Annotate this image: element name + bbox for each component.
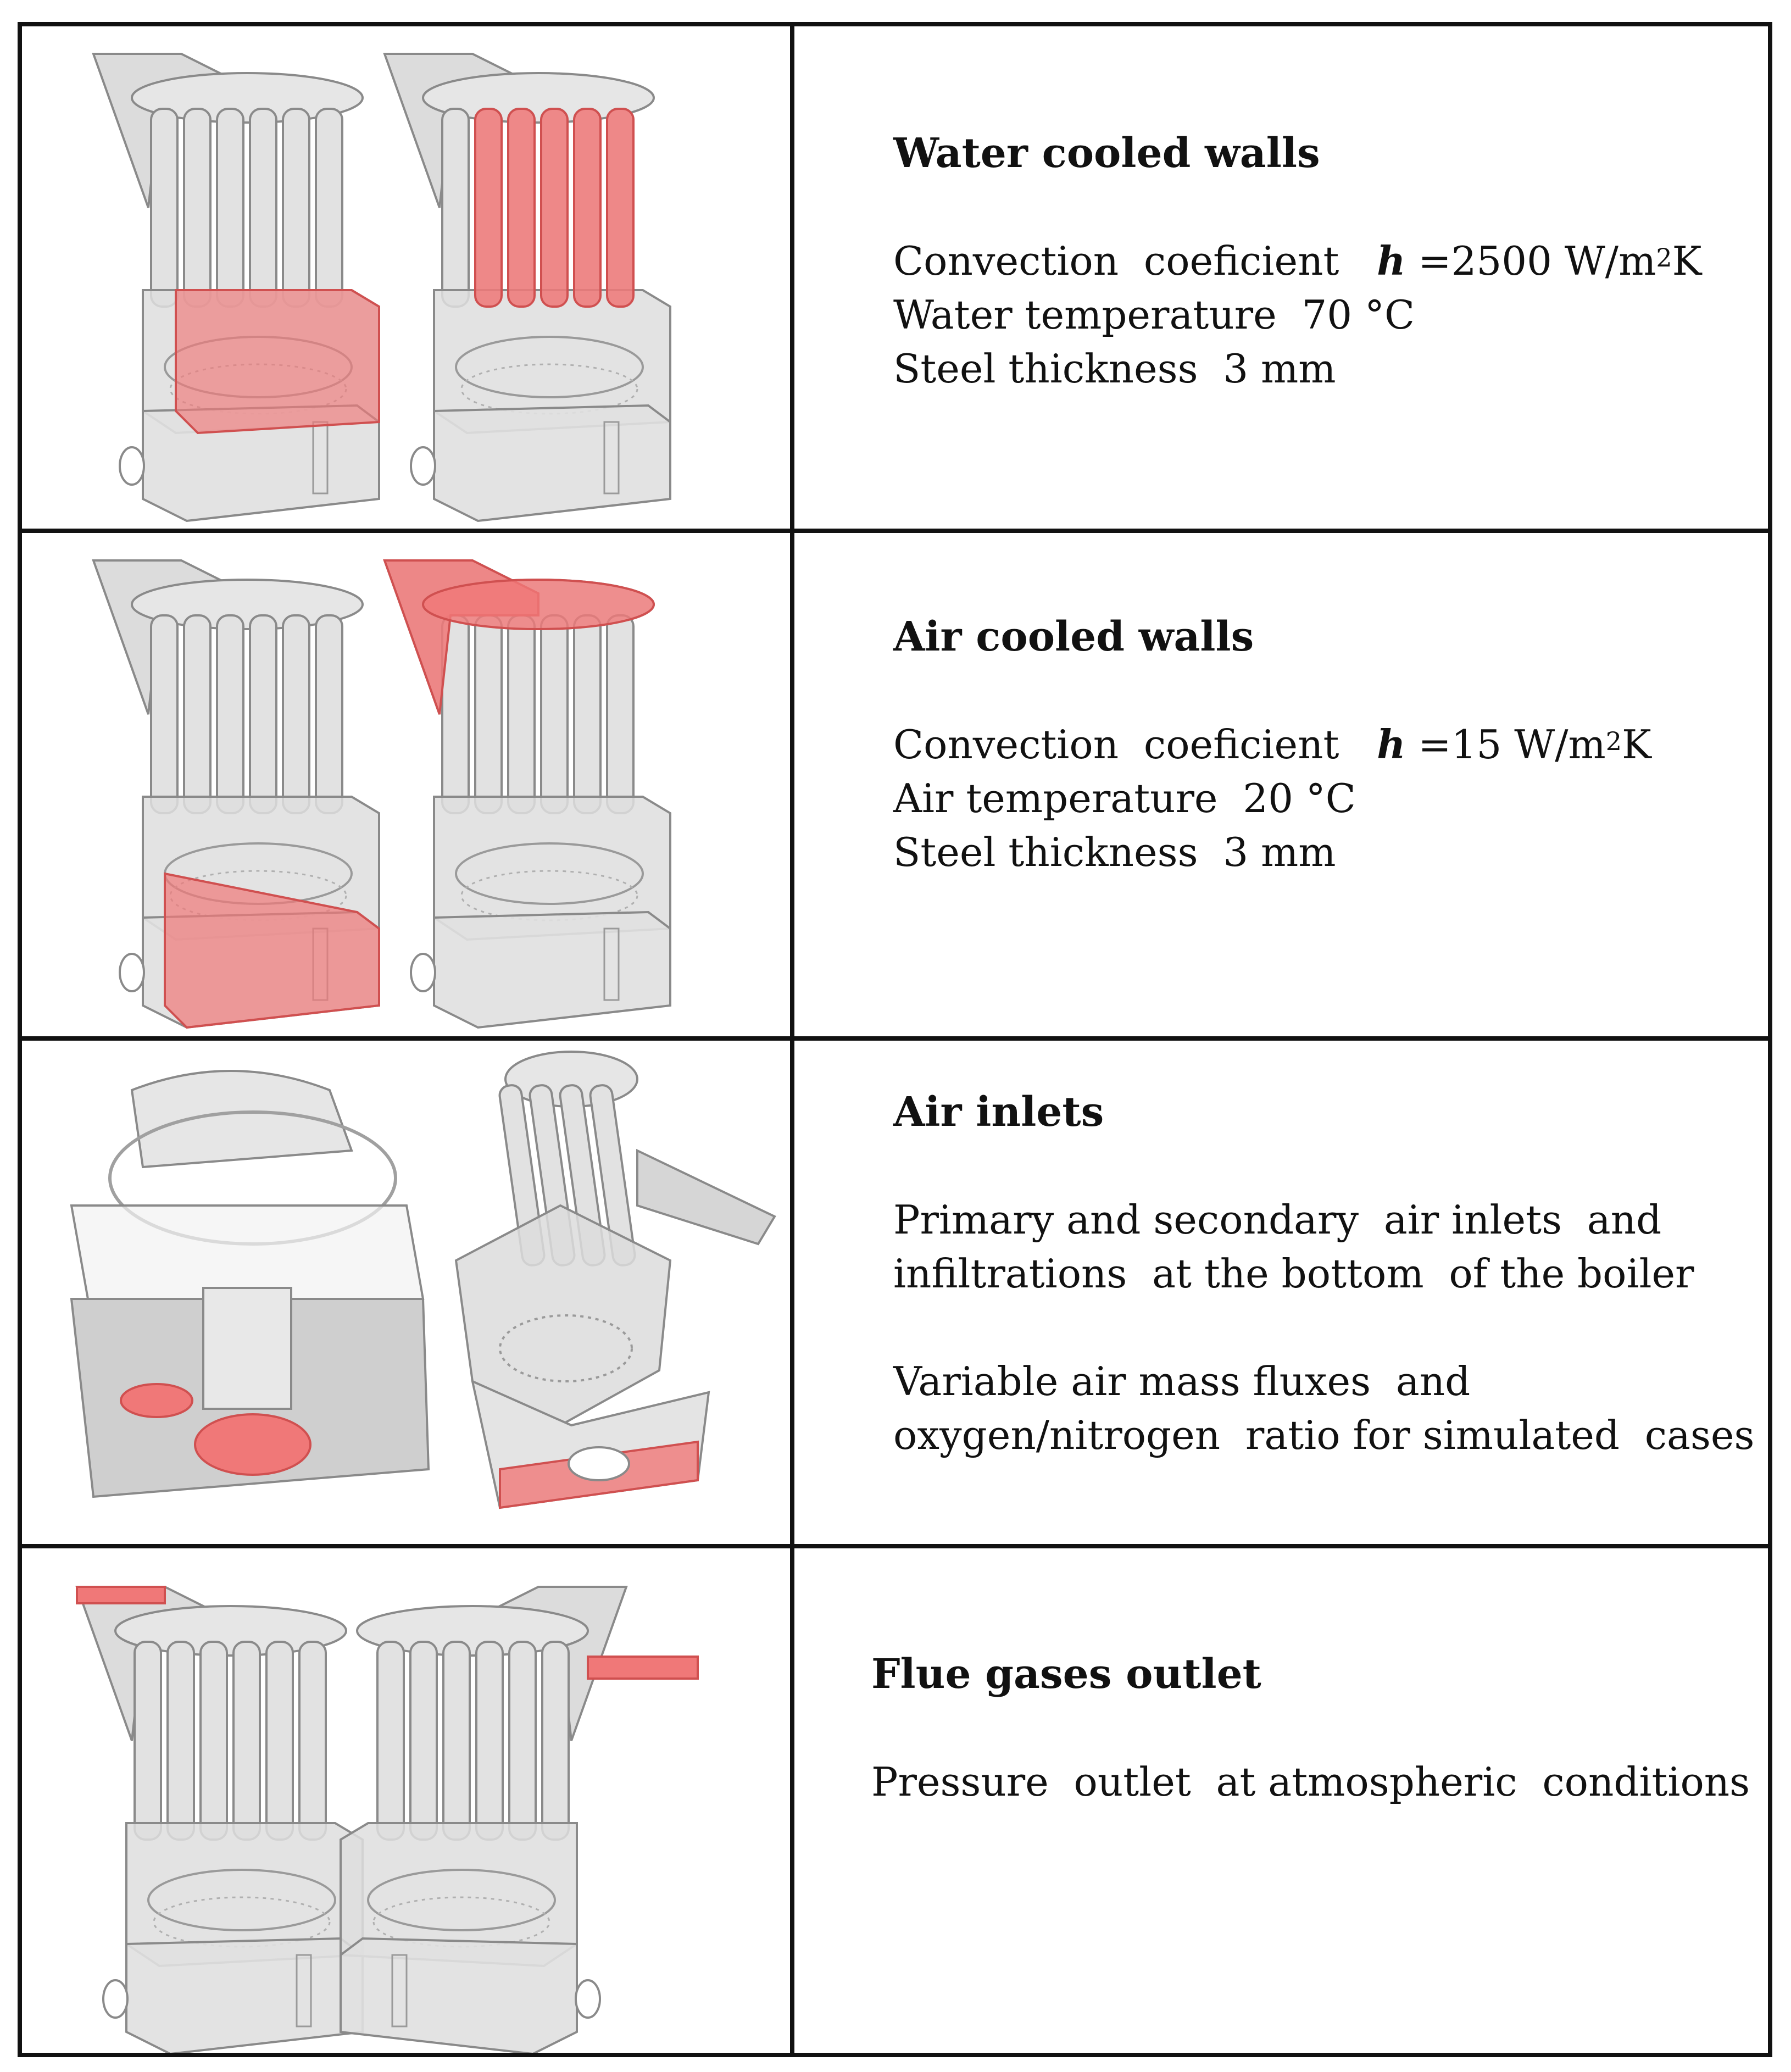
outlet-text: Flue gases outlet Pressure outlet at atm… — [794, 1647, 1791, 1809]
water-walls-svg — [92, 53, 671, 522]
row-title: Air cooled walls — [893, 613, 1254, 660]
water-walls-text: Water cooled walls Convection coeficient… — [794, 126, 1791, 396]
row-title: Air inlets — [893, 1088, 1104, 1136]
air-walls-svg — [92, 559, 671, 1029]
air-inlets-svg — [70, 1051, 776, 1509]
inlet-tilted-view — [454, 1051, 776, 1509]
inlet-line-1: Primary and secondary air inlets and — [893, 1197, 1662, 1243]
outlet-figure — [22, 1548, 790, 2053]
temperature-line: Water temperature 70 °C — [893, 292, 1415, 338]
thickness-line: Steel thickness 3 mm — [893, 346, 1336, 392]
inlet-secondary-hole — [194, 1413, 312, 1476]
row-divider-3 — [18, 1544, 1772, 1548]
convection-line: Convection coeficient h =2500 W/m2K — [893, 237, 1702, 284]
outlet-highlight-right — [587, 1656, 699, 1680]
water-walls-figure — [22, 26, 790, 529]
inlet-line-3: Variable air mass fluxes and — [893, 1358, 1471, 1404]
outlet-line-1: Pressure outlet at atmospheric condition… — [871, 1759, 1750, 1805]
inlet-bottom-view — [70, 1070, 430, 1498]
air-wall-highlight-lid — [422, 579, 655, 630]
row-divider-1 — [18, 529, 1772, 533]
air-inlets-text: Air inlets Primary and secondary air inl… — [794, 1085, 1791, 1462]
water-wall-highlight-tubes — [474, 108, 635, 308]
air-inlets-figure — [22, 1041, 790, 1544]
inlet-line-4: oxygen/nitrogen ratio for simulated case… — [893, 1412, 1755, 1458]
row-title: Water cooled walls — [893, 130, 1320, 177]
thickness-line: Steel thickness 3 mm — [893, 829, 1336, 875]
inlet-line-2: infiltrations at the bottom of the boile… — [893, 1251, 1694, 1297]
inlet-primary-hole — [120, 1383, 193, 1418]
temperature-line: Air temperature 20 °C — [893, 775, 1356, 821]
water-wall-highlight-left — [175, 289, 380, 435]
outlet-highlight-left — [76, 1586, 166, 1604]
row-title: Flue gases outlet — [871, 1651, 1261, 1698]
row-divider-2 — [18, 1036, 1772, 1041]
outlet-svg — [76, 1586, 699, 2053]
convection-line: Convection coeficient h =15 W/m2K — [893, 721, 1651, 768]
air-wall-highlight-bottom — [164, 872, 380, 1029]
air-walls-text: Air cooled walls Convection coeficient h… — [794, 610, 1791, 879]
air-walls-figure — [22, 533, 790, 1036]
